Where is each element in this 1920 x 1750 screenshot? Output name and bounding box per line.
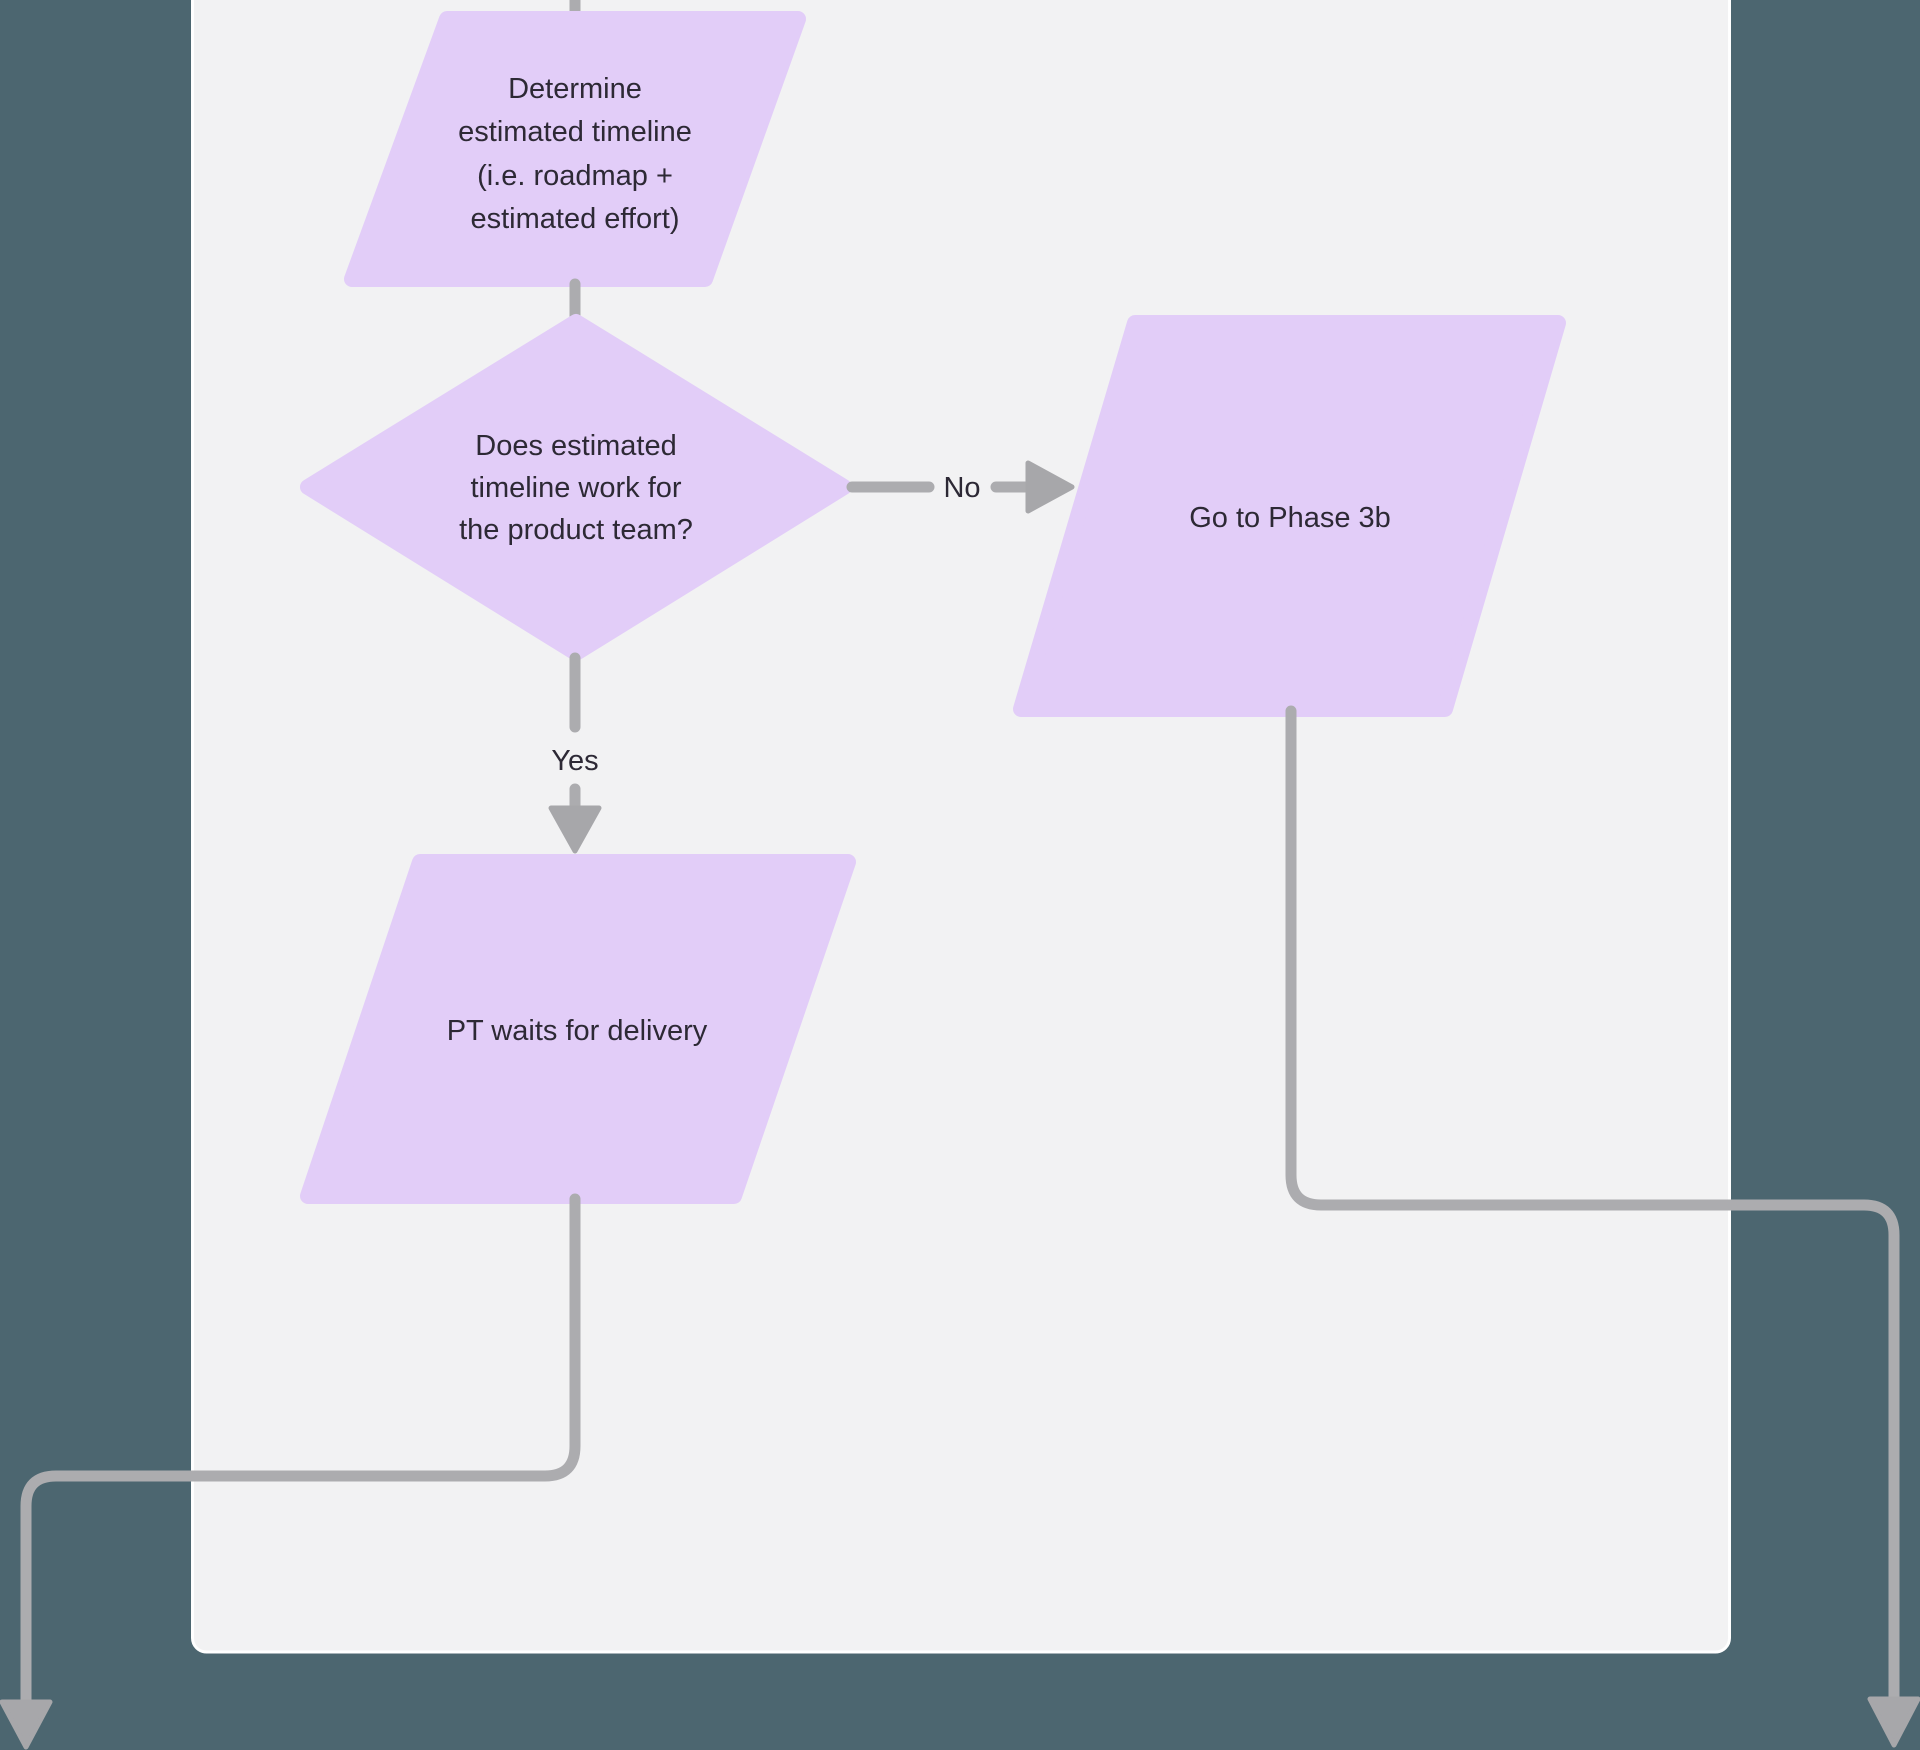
yes-arrowhead-icon[interactable] xyxy=(548,805,602,854)
phase3b-offpage-line[interactable] xyxy=(1285,705,1900,1705)
determine-timeline-shape[interactable] xyxy=(344,11,806,287)
edge-pt-waits-offpage[interactable] xyxy=(0,1193,581,1750)
offpage-left-arrowhead-icon[interactable] xyxy=(0,1699,53,1750)
flow-node-pt-waits[interactable]: PT waits for delivery xyxy=(300,854,856,1204)
determine-line-1: Determine xyxy=(508,73,642,105)
flow-node-determine-timeline[interactable]: Determine estimated timeline (i.e. roadm… xyxy=(344,11,806,287)
pt-waits-offpage-line[interactable] xyxy=(20,1193,581,1708)
determine-line-3: (i.e. roadmap + xyxy=(477,160,673,192)
edge-decision-no[interactable]: No xyxy=(846,460,1075,514)
edge-phase3b-offpage[interactable] xyxy=(1285,705,1920,1748)
no-edge-label: No xyxy=(943,472,980,504)
determine-line-2: estimated timeline xyxy=(458,116,692,148)
pt-waits-shape[interactable] xyxy=(300,854,856,1204)
decision-line-1: Does estimated xyxy=(475,430,677,462)
flow-node-go-to-phase-3b[interactable]: Go to Phase 3b xyxy=(1013,315,1566,717)
go-to-phase-3b-shape[interactable] xyxy=(1013,315,1566,717)
flow-node-timeline-decision[interactable]: Does estimated timeline work for the pro… xyxy=(300,314,852,661)
decision-line-2: timeline work for xyxy=(470,472,681,504)
decision-line-3: the product team? xyxy=(459,514,693,546)
edge-decision-yes[interactable]: Yes xyxy=(548,652,602,854)
no-arrowhead-icon[interactable] xyxy=(1025,460,1075,514)
go-to-phase-3b-label: Go to Phase 3b xyxy=(1189,502,1391,534)
pt-waits-label: PT waits for delivery xyxy=(447,1015,708,1047)
offpage-right-arrowhead-icon[interactable] xyxy=(1867,1696,1920,1748)
yes-edge-label: Yes xyxy=(551,745,598,777)
determine-line-4: estimated effort) xyxy=(470,203,679,235)
